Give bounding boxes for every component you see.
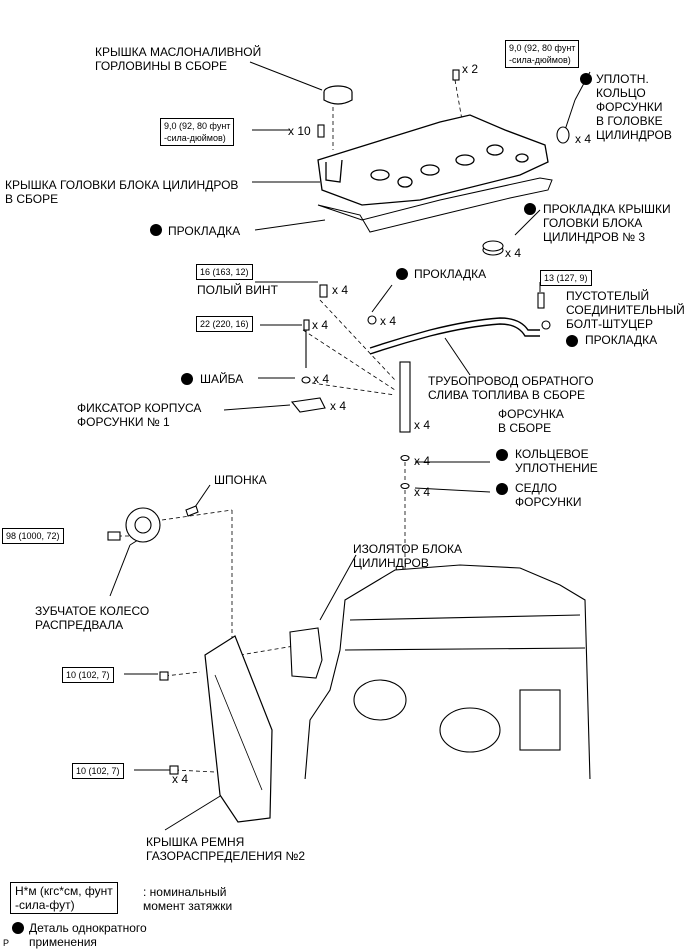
single-use-marker-oring — [496, 449, 508, 461]
single-use-marker-cover-gasket3 — [524, 203, 536, 215]
torque-box-injector-bolt: 22 (220, 16) — [196, 316, 253, 332]
single-use-marker-nozzle-ring — [580, 73, 592, 85]
qty-gasket2: x 4 — [380, 314, 397, 328]
label-gasket3: ПРОКЛАДКА — [585, 333, 658, 347]
qty-cover-gasket: x 4 — [505, 246, 522, 260]
qty-washer: x 4 — [313, 372, 330, 386]
torque-box-cover-upper: 10 (102, 7) — [62, 667, 114, 683]
qty-cover-bolts: x 10 — [288, 124, 311, 138]
qty-bottom-bolts: x 4 — [172, 772, 189, 786]
torque-box-cover-lower: 10 (102, 7) — [72, 763, 124, 779]
qty-oring: x 4 — [414, 454, 431, 468]
qty-injector: x 4 — [414, 418, 431, 432]
torque-box-cap-bolts: 9,0 (92, 80 фунт -сила-дюймов) — [505, 40, 580, 68]
label-gasket1: ПРОКЛАДКА — [168, 224, 241, 238]
single-use-marker-gasket3 — [566, 335, 578, 347]
corner-mark: P — [3, 938, 10, 948]
single-use-marker-gasket2 — [396, 268, 408, 280]
label-key: ШПОНКА — [214, 473, 267, 487]
label-hollow-screw: ПОЛЫЙ ВИНТ — [197, 283, 278, 297]
qty-bolt22: x 4 — [312, 318, 329, 332]
legend-torque-box: Н*м (кгс*см, фунт-сила-фут) — [10, 882, 118, 914]
qty-cap-bolts: x 2 — [462, 62, 479, 76]
legend-single-use-dot — [12, 922, 24, 934]
qty-hollow-screw: x 4 — [332, 283, 349, 297]
single-use-marker-seat — [496, 483, 508, 495]
torque-box-cam-gear: 98 (1000, 72) — [2, 528, 64, 544]
qty-nozzle-ring: x 4 — [575, 132, 592, 146]
torque-box-hollow-screw: 16 (163, 12) — [196, 264, 253, 280]
qty-holder: x 4 — [330, 399, 347, 413]
label-washer: ШАЙБА — [200, 372, 244, 386]
label-gasket2: ПРОКЛАДКА — [414, 267, 487, 281]
torque-box-union-bolt: 13 (127, 9) — [540, 270, 592, 286]
single-use-marker-gasket1 — [150, 224, 162, 236]
torque-box-cover-bolts: 9,0 (92, 80 фунт -сила-дюймов) — [160, 118, 235, 146]
single-use-marker-washer — [181, 373, 193, 385]
qty-seat: x 4 — [414, 485, 431, 499]
